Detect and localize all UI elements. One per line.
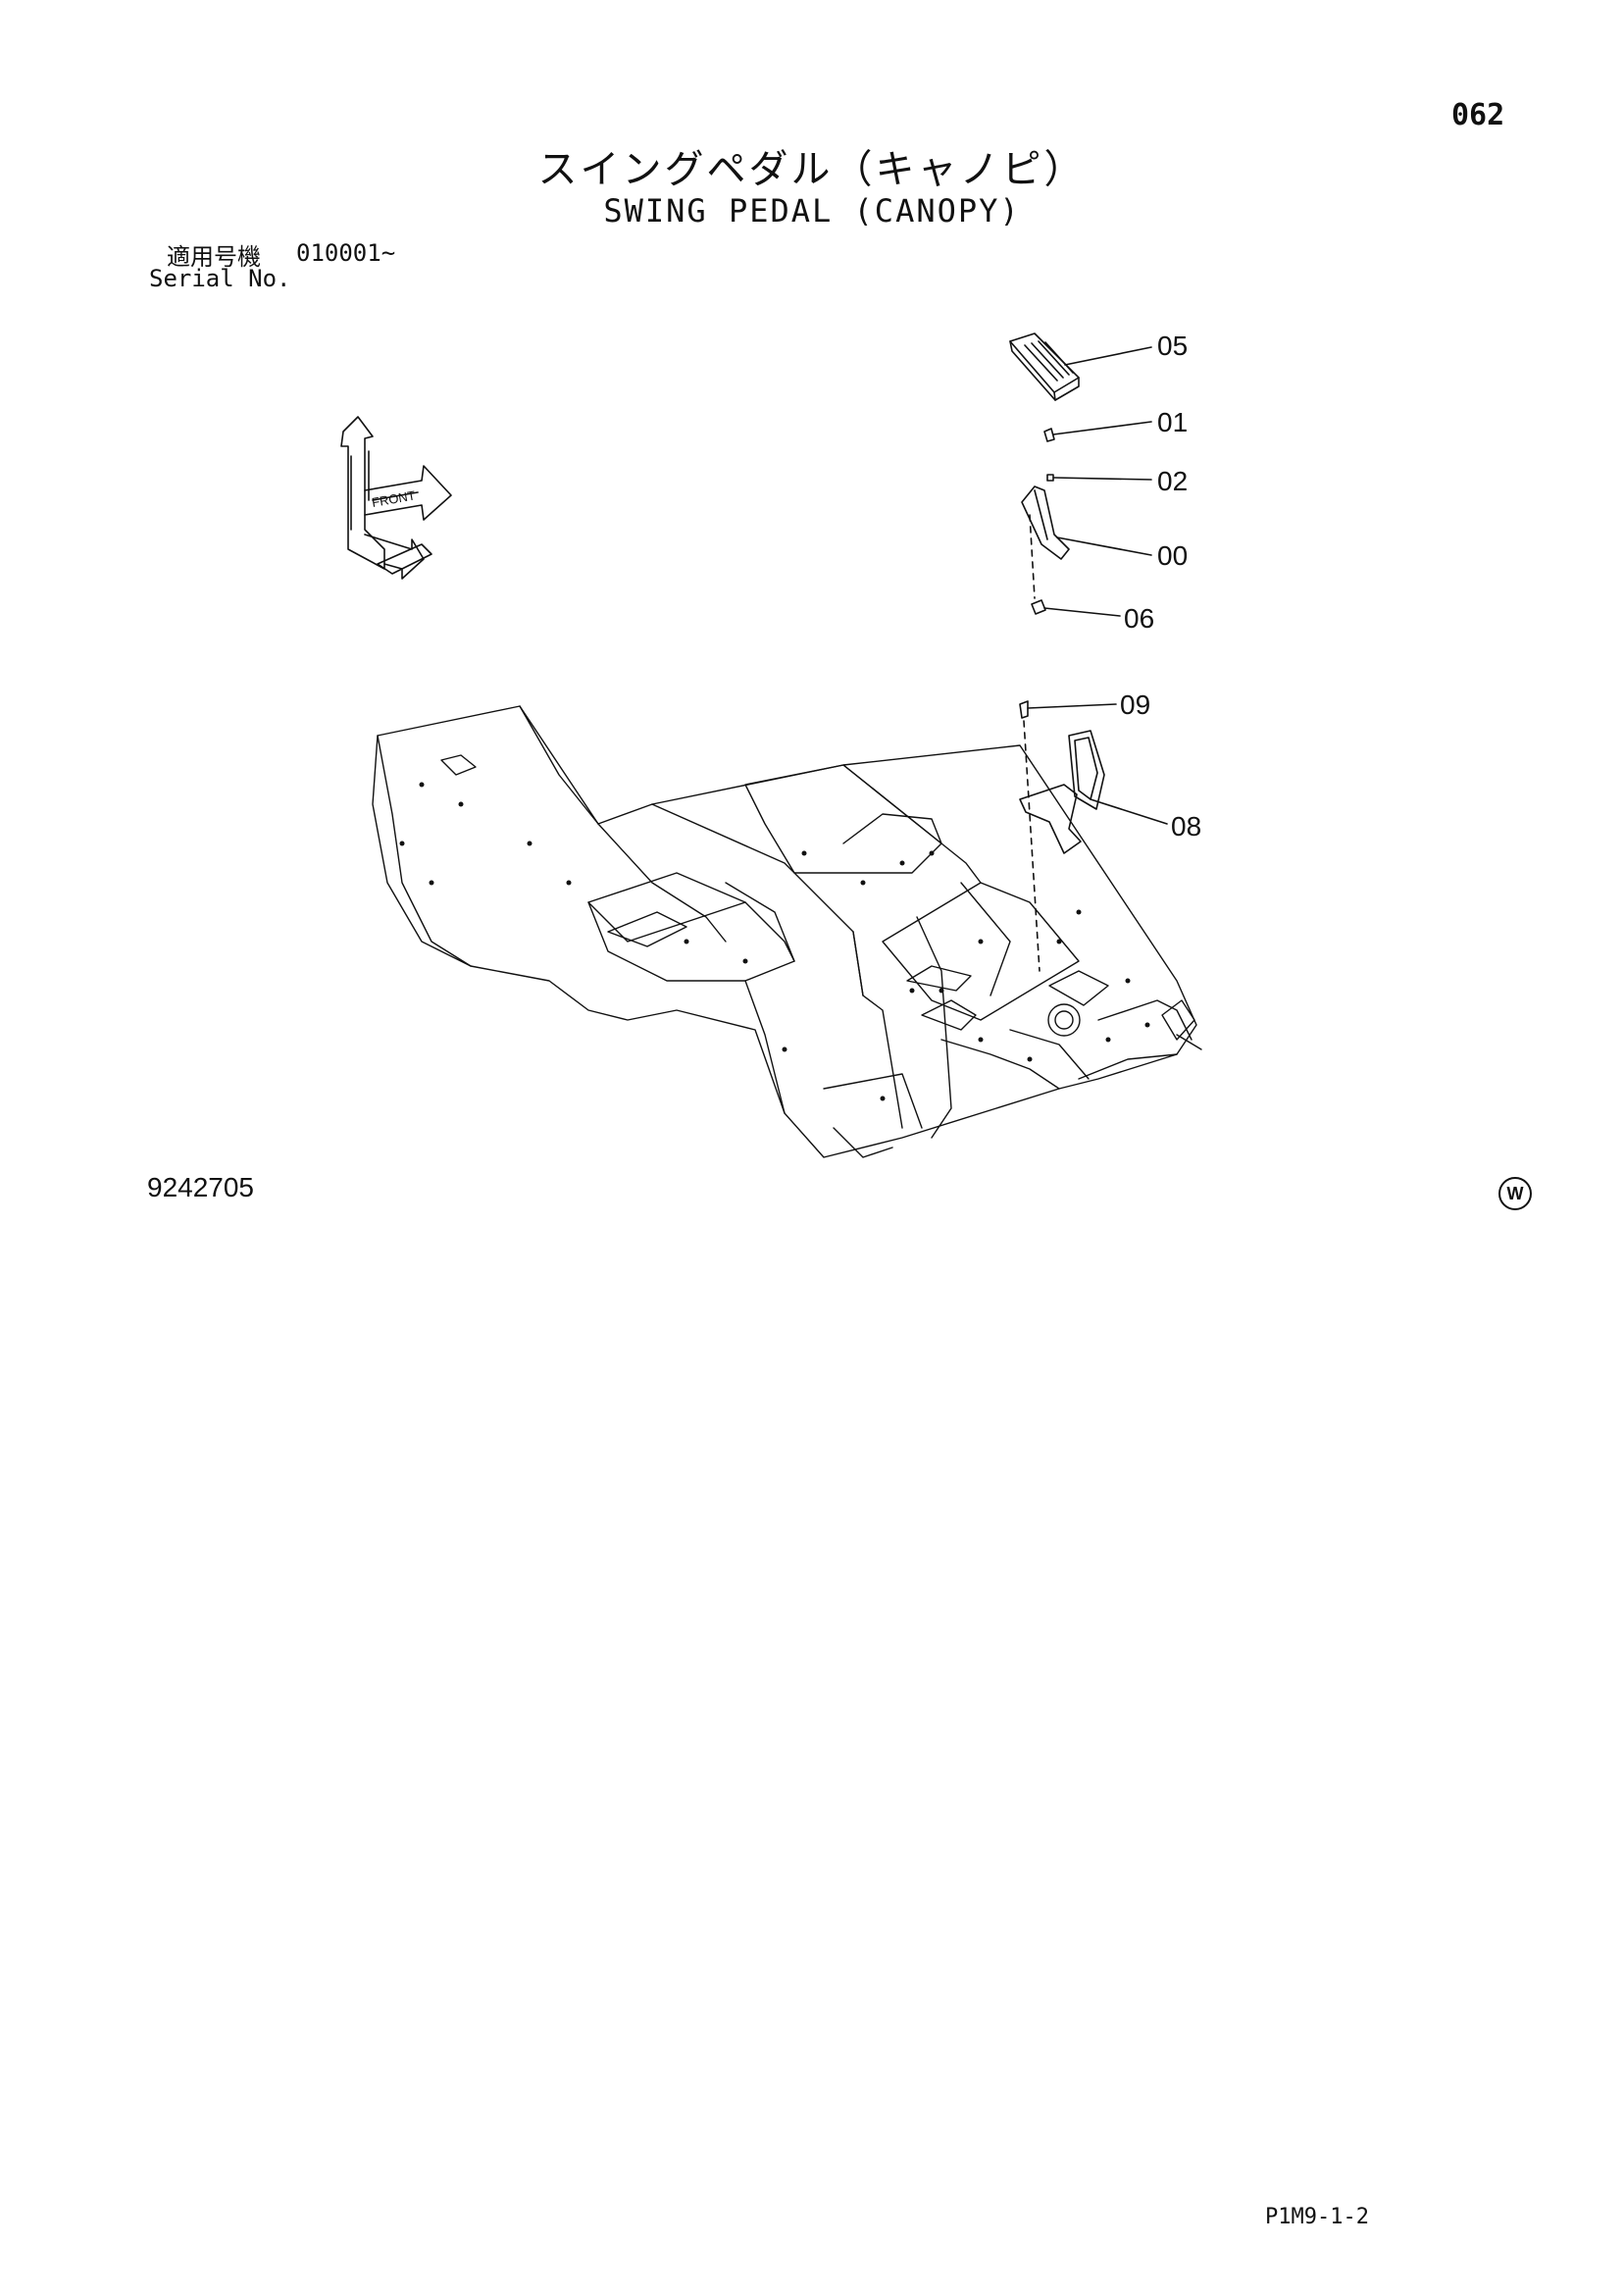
part-08-pedal-stay <box>1019 730 1168 854</box>
serial-number-range: 010001~ <box>296 239 396 267</box>
callout-01: 01 <box>1157 407 1188 437</box>
part-06-nut <box>1031 599 1121 617</box>
title-english: SWING PEDAL (CANOPY) <box>603 192 1021 230</box>
circled-w-mark: W <box>1498 1177 1532 1210</box>
floor-frame <box>372 705 1202 1158</box>
callout-02: 02 <box>1157 466 1188 496</box>
callout-08: 08 <box>1171 811 1201 842</box>
page-code: P1M9-1-2 <box>1265 2205 1369 2229</box>
callout-00: 00 <box>1157 540 1188 571</box>
part-01-screw <box>1043 421 1152 442</box>
serial-label-english: Serial No. <box>149 265 291 292</box>
part-09-bolt <box>1019 700 1117 972</box>
front-direction-marker: FRONT <box>340 416 452 580</box>
callout-09: 09 <box>1120 689 1150 720</box>
page-number: 062 <box>1451 98 1505 132</box>
serial-label-japanese: 適用号機 <box>167 243 261 271</box>
callout-05: 05 <box>1157 331 1188 361</box>
part-00-pedal-bracket <box>1021 485 1152 599</box>
frame-fastener-dots <box>399 782 1150 1101</box>
drawing-number: 9242705 <box>147 1172 255 1202</box>
callout-06: 06 <box>1124 603 1154 634</box>
part-05-pedal-rubber <box>1009 332 1152 401</box>
part-02-nut <box>1046 474 1152 482</box>
title-japanese: スイングペダル（キャノピ） <box>537 147 1087 192</box>
